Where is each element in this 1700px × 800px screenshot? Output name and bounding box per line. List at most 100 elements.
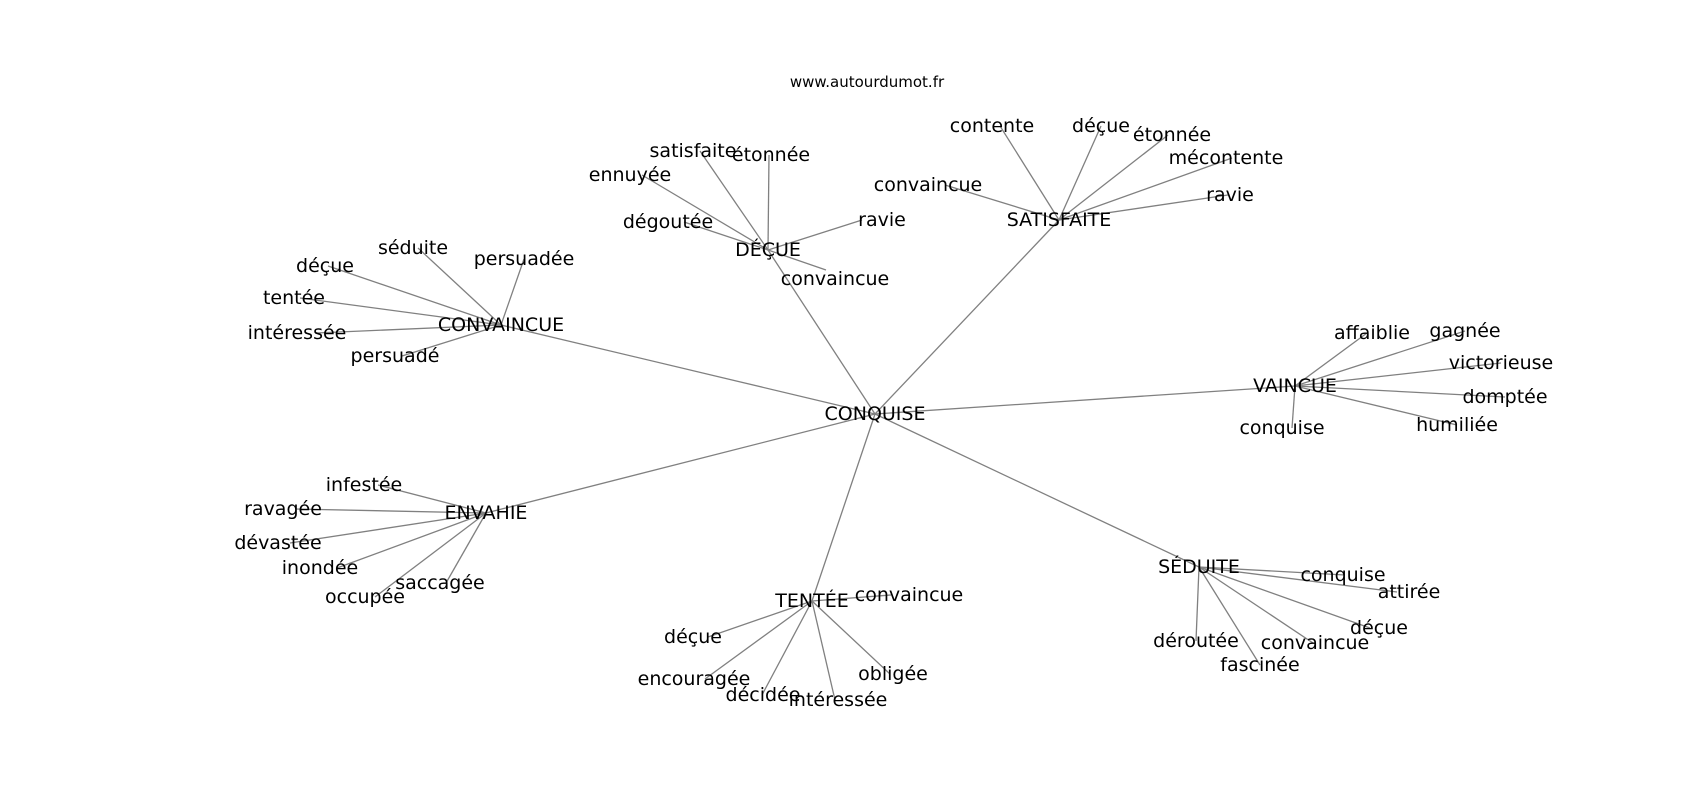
hub-leaf-edge (1058, 157, 1233, 221)
leaf-node-label: dégoutée (623, 211, 713, 233)
leaf-node-label: infestée (326, 474, 402, 496)
leaf-node-label: saccagée (395, 572, 485, 594)
hub-leaf-edge (294, 508, 487, 514)
leaf-node-label: déçue (296, 255, 354, 277)
center-hub-edge (485, 413, 876, 514)
hub-leaf-edge (1058, 134, 1169, 221)
leaf-node-label: déroutée (1153, 630, 1239, 652)
hub-leaf-edge (377, 484, 487, 514)
hub-node-label: CONVAINCUE (438, 314, 564, 336)
hub-leaf-edge (1198, 566, 1398, 593)
hub-leaf-edge (1294, 332, 1368, 387)
leaf-node-label: inondée (282, 557, 358, 579)
hub-node-label: TENTÉE (774, 589, 848, 612)
hub-leaf-edge (1294, 362, 1502, 387)
hub-leaf-edge (1294, 385, 1506, 398)
hub-leaf-edge (1195, 566, 1200, 642)
center-hub-edge (500, 324, 876, 415)
hub-leaf-edge (811, 600, 891, 675)
leaf-node-label: convaincue (781, 268, 890, 290)
hub-leaf-edge (1291, 385, 1296, 429)
center-hub-edge (874, 385, 1296, 415)
leaf-node-label: décidée (726, 684, 801, 706)
leaf-node-label: victorieuse (1449, 352, 1553, 374)
leaf-node-label: conquise (1300, 564, 1385, 586)
hub-leaf-edge (1294, 385, 1458, 426)
leaf-node-label: déçue (664, 626, 722, 648)
leaf-node-label: déçue (1350, 617, 1408, 639)
leaf-node-label: convaincue (874, 174, 983, 196)
hub-leaf-edge (683, 221, 769, 251)
watermark-text: www.autourdumot.fr (790, 73, 945, 91)
hub-leaf-edge (374, 512, 487, 598)
label-layer: CONQUISEDÉÇUEsatisfaiteétonnéeennuyéedég… (234, 115, 1553, 711)
hub-leaf-edge (289, 512, 487, 544)
center-hub-edge (811, 413, 876, 602)
leaf-node-label: satisfaite (650, 140, 737, 162)
leaf-node-label: ravagée (244, 498, 322, 520)
leaf-node-label: domptée (1462, 386, 1547, 408)
hub-leaf-edge (811, 600, 836, 701)
hub-leaf-edge (944, 184, 1060, 221)
hub-leaf-edge (417, 247, 502, 326)
hub-node-label: SÉDUITE (1158, 555, 1240, 578)
edge-layer (289, 125, 1506, 701)
leaf-node-label: affaiblie (1334, 322, 1410, 344)
center-node-label: CONQUISE (825, 403, 926, 425)
leaf-node-label: étonnée (732, 144, 810, 166)
hub-leaf-edge (327, 265, 502, 326)
leaf-node-label: intéressée (248, 322, 347, 344)
hub-node-label: DÉÇUE (735, 238, 801, 261)
hub-leaf-edge (1198, 566, 1346, 576)
hub-leaf-edge (336, 512, 487, 569)
hub-leaf-edge (1198, 566, 1261, 666)
leaf-node-label: séduite (378, 237, 448, 259)
leaf-node-label: tentée (263, 287, 325, 309)
leaf-node-label: obligée (858, 663, 928, 685)
leaf-node-label: persuadée (474, 248, 575, 270)
hub-leaf-edge (641, 174, 769, 251)
hub-leaf-edge (299, 297, 502, 326)
hub-node-label: SATISFAITE (1007, 209, 1112, 231)
hub-leaf-edge (315, 324, 502, 334)
leaf-node-label: occupée (325, 586, 405, 608)
leaf-node-label: étonnée (1133, 124, 1211, 146)
leaf-node-label: conquise (1239, 417, 1324, 439)
hub-node-label: ENVAHIE (445, 502, 528, 524)
center-hub-edge (767, 249, 876, 415)
leaf-node-label: persuadé (351, 345, 440, 367)
leaf-node-label: attirée (1378, 581, 1441, 603)
leaf-node-label: dévastée (234, 532, 321, 554)
hub-leaf-edge (761, 600, 813, 696)
hub-leaf-edge (500, 258, 525, 326)
center-hub-edge (874, 219, 1060, 415)
hub-leaf-edge (767, 249, 827, 271)
leaf-node-label: ravie (1206, 184, 1254, 206)
leaf-node-label: contente (950, 115, 1034, 137)
hub-leaf-edge (707, 600, 813, 638)
leaf-node-label: convaincue (1261, 632, 1370, 654)
hub-leaf-edge (401, 324, 502, 357)
hub-leaf-edge (445, 512, 487, 584)
hub-leaf-edge (1058, 125, 1102, 221)
leaf-node-label: intéressée (789, 689, 888, 711)
leaf-node-label: humiliée (1416, 414, 1498, 436)
leaf-node-label: encouragée (638, 668, 751, 690)
hub-leaf-edge (699, 150, 769, 251)
leaf-node-label: déçue (1072, 115, 1130, 137)
leaf-node-label: ravie (858, 209, 906, 231)
leaf-node-label: mécontente (1169, 147, 1284, 169)
leaf-node-label: gagnée (1429, 320, 1500, 342)
center-hub-edge (874, 413, 1200, 568)
hub-node-label: VAINCUE (1253, 375, 1337, 397)
leaf-node-label: convaincue (855, 584, 964, 606)
leaf-node-label: ennuyée (589, 164, 671, 186)
hub-leaf-edge (767, 219, 863, 251)
hub-leaf-edge (1198, 566, 1371, 629)
hub-leaf-edge (767, 154, 770, 251)
hub-leaf-edge (811, 594, 892, 602)
hub-leaf-edge (1294, 330, 1466, 387)
hub-leaf-edge (704, 600, 813, 680)
hub-leaf-edge (999, 125, 1060, 221)
